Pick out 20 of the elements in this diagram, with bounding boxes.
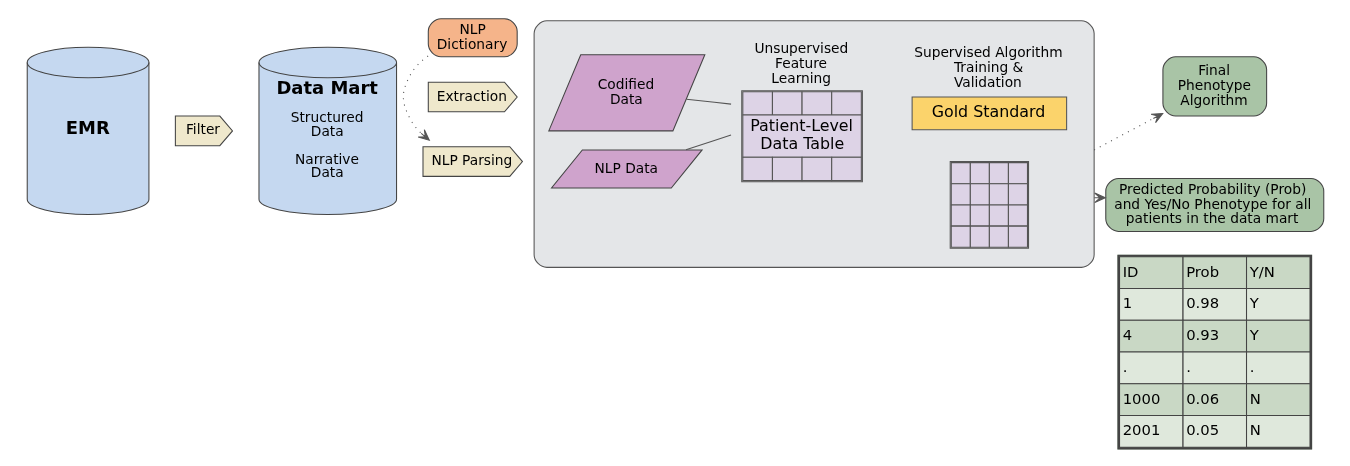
label: Y <box>1249 326 1259 344</box>
label: 2001 <box>1122 421 1160 439</box>
node-label: Supervised Algorithm Training & Validation <box>913 44 1063 90</box>
label: 0.93 <box>1185 326 1219 344</box>
label: . <box>1122 357 1127 375</box>
label: N <box>1249 389 1261 407</box>
label: ID <box>1122 262 1138 280</box>
label: . <box>1249 357 1254 375</box>
label: . <box>1185 357 1191 375</box>
label: 1000 <box>1122 389 1160 407</box>
label: 4 <box>1122 326 1132 344</box>
label: N <box>1249 421 1261 439</box>
label: Prob <box>1185 262 1219 280</box>
node-label: Unsupervised Feature Learning <box>753 40 848 86</box>
label: Y <box>1249 294 1259 312</box>
label: 1 <box>1122 294 1132 312</box>
label: Y/N <box>1249 262 1275 280</box>
label: 0.06 <box>1185 389 1219 407</box>
label: 0.05 <box>1185 421 1219 439</box>
label: 0.98 <box>1185 294 1219 312</box>
